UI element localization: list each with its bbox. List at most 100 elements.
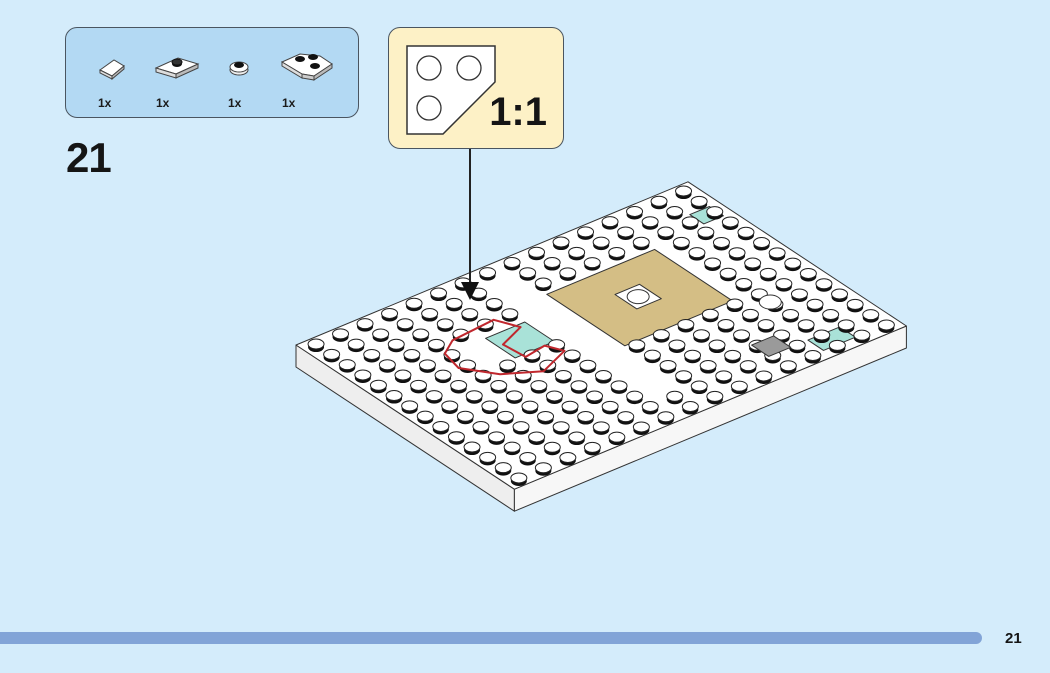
stud-top (570, 380, 588, 392)
stud-top (436, 318, 454, 330)
stud-top (715, 370, 733, 382)
stud-top (626, 205, 644, 217)
stud-top (706, 206, 724, 218)
stud-top (430, 287, 448, 299)
stud-top (510, 472, 528, 484)
stud-top (775, 278, 793, 290)
stud-top (641, 400, 659, 412)
stud-top (412, 328, 430, 340)
stud-top (721, 216, 739, 228)
progress-bar (0, 632, 982, 644)
stud-top (530, 380, 548, 392)
stud-top (608, 431, 626, 443)
stud-top (643, 349, 661, 361)
wedge-plate-top-view-icon (406, 45, 496, 135)
stud-top (681, 401, 699, 413)
stud-top (523, 349, 541, 361)
stud-top (427, 338, 445, 350)
stud-top (559, 267, 577, 279)
stud-top (396, 318, 414, 330)
stud-top (712, 236, 730, 248)
gray-slope (751, 335, 792, 357)
stud-top (441, 400, 459, 412)
stud-top (425, 390, 443, 402)
stud-top (626, 390, 644, 402)
round-tile-stud (758, 294, 782, 310)
stud-top (534, 462, 552, 474)
stud-top (307, 338, 325, 350)
stud-top (481, 400, 499, 412)
stud-top (579, 359, 597, 371)
stud-top (815, 278, 833, 290)
scale-callout: 1:1 (388, 27, 564, 149)
stud-top (799, 267, 817, 279)
stud-top (684, 349, 702, 361)
stud-top (608, 246, 626, 258)
stud-top (521, 400, 539, 412)
stud-top (418, 359, 436, 371)
stud-top (741, 308, 759, 320)
stud-top (739, 360, 757, 372)
stud-top (877, 319, 895, 331)
stud-top (862, 309, 880, 321)
stud-top (456, 410, 474, 422)
stud-top (537, 410, 555, 422)
stud-top (672, 236, 690, 248)
stud-top (479, 451, 497, 463)
stud-top (534, 277, 552, 289)
stud-top (719, 267, 737, 279)
stud-top (632, 236, 650, 248)
stud-top (790, 288, 808, 300)
round-tile-stud (626, 289, 650, 305)
stud-top (804, 350, 822, 362)
placement-arrow-head (461, 282, 479, 300)
stud-top (628, 339, 646, 351)
stud-top (503, 256, 521, 268)
stud-top (592, 236, 610, 248)
stud-top (405, 297, 423, 309)
stud-top (690, 195, 708, 207)
stud-top (724, 349, 742, 361)
stud-top (846, 298, 864, 310)
stud-top (757, 319, 775, 331)
part-qty: 1x (228, 96, 242, 110)
stud-top (831, 288, 849, 300)
part-wedge-plate: 1x (278, 48, 338, 110)
stud-top (543, 257, 561, 269)
stud-top (730, 380, 748, 392)
stud-top (650, 195, 668, 207)
stud-top (554, 369, 572, 381)
lego-baseplate (295, 181, 907, 512)
stud-top (543, 441, 561, 453)
stud-top (657, 411, 675, 423)
stud-top (501, 308, 519, 320)
stud-top (488, 431, 506, 443)
stud-top (568, 246, 586, 258)
stud-top (432, 420, 450, 432)
part-qty: 1x (156, 96, 170, 110)
stud-top (728, 247, 746, 259)
stud-top (519, 267, 537, 279)
stud-top (675, 370, 693, 382)
stud-top (494, 462, 512, 474)
stud-top (465, 390, 483, 402)
stud-top (332, 328, 350, 340)
stud-top (592, 421, 610, 433)
stud-top (463, 441, 481, 453)
part-round-plate: 1x (224, 48, 274, 110)
stud-top (617, 411, 635, 423)
stud-top (773, 329, 791, 341)
stud-top (708, 339, 726, 351)
stud-top (403, 349, 421, 361)
stud-top (394, 369, 412, 381)
stud-top (726, 298, 744, 310)
stud-top (378, 359, 396, 371)
stud-top (568, 431, 586, 443)
stud-top (681, 216, 699, 228)
stud-top (552, 421, 570, 433)
new-parts-highlight (443, 318, 566, 376)
stud-top (675, 185, 693, 197)
stud-top (737, 226, 755, 238)
stud-top (753, 237, 771, 249)
stud-top (472, 421, 490, 433)
